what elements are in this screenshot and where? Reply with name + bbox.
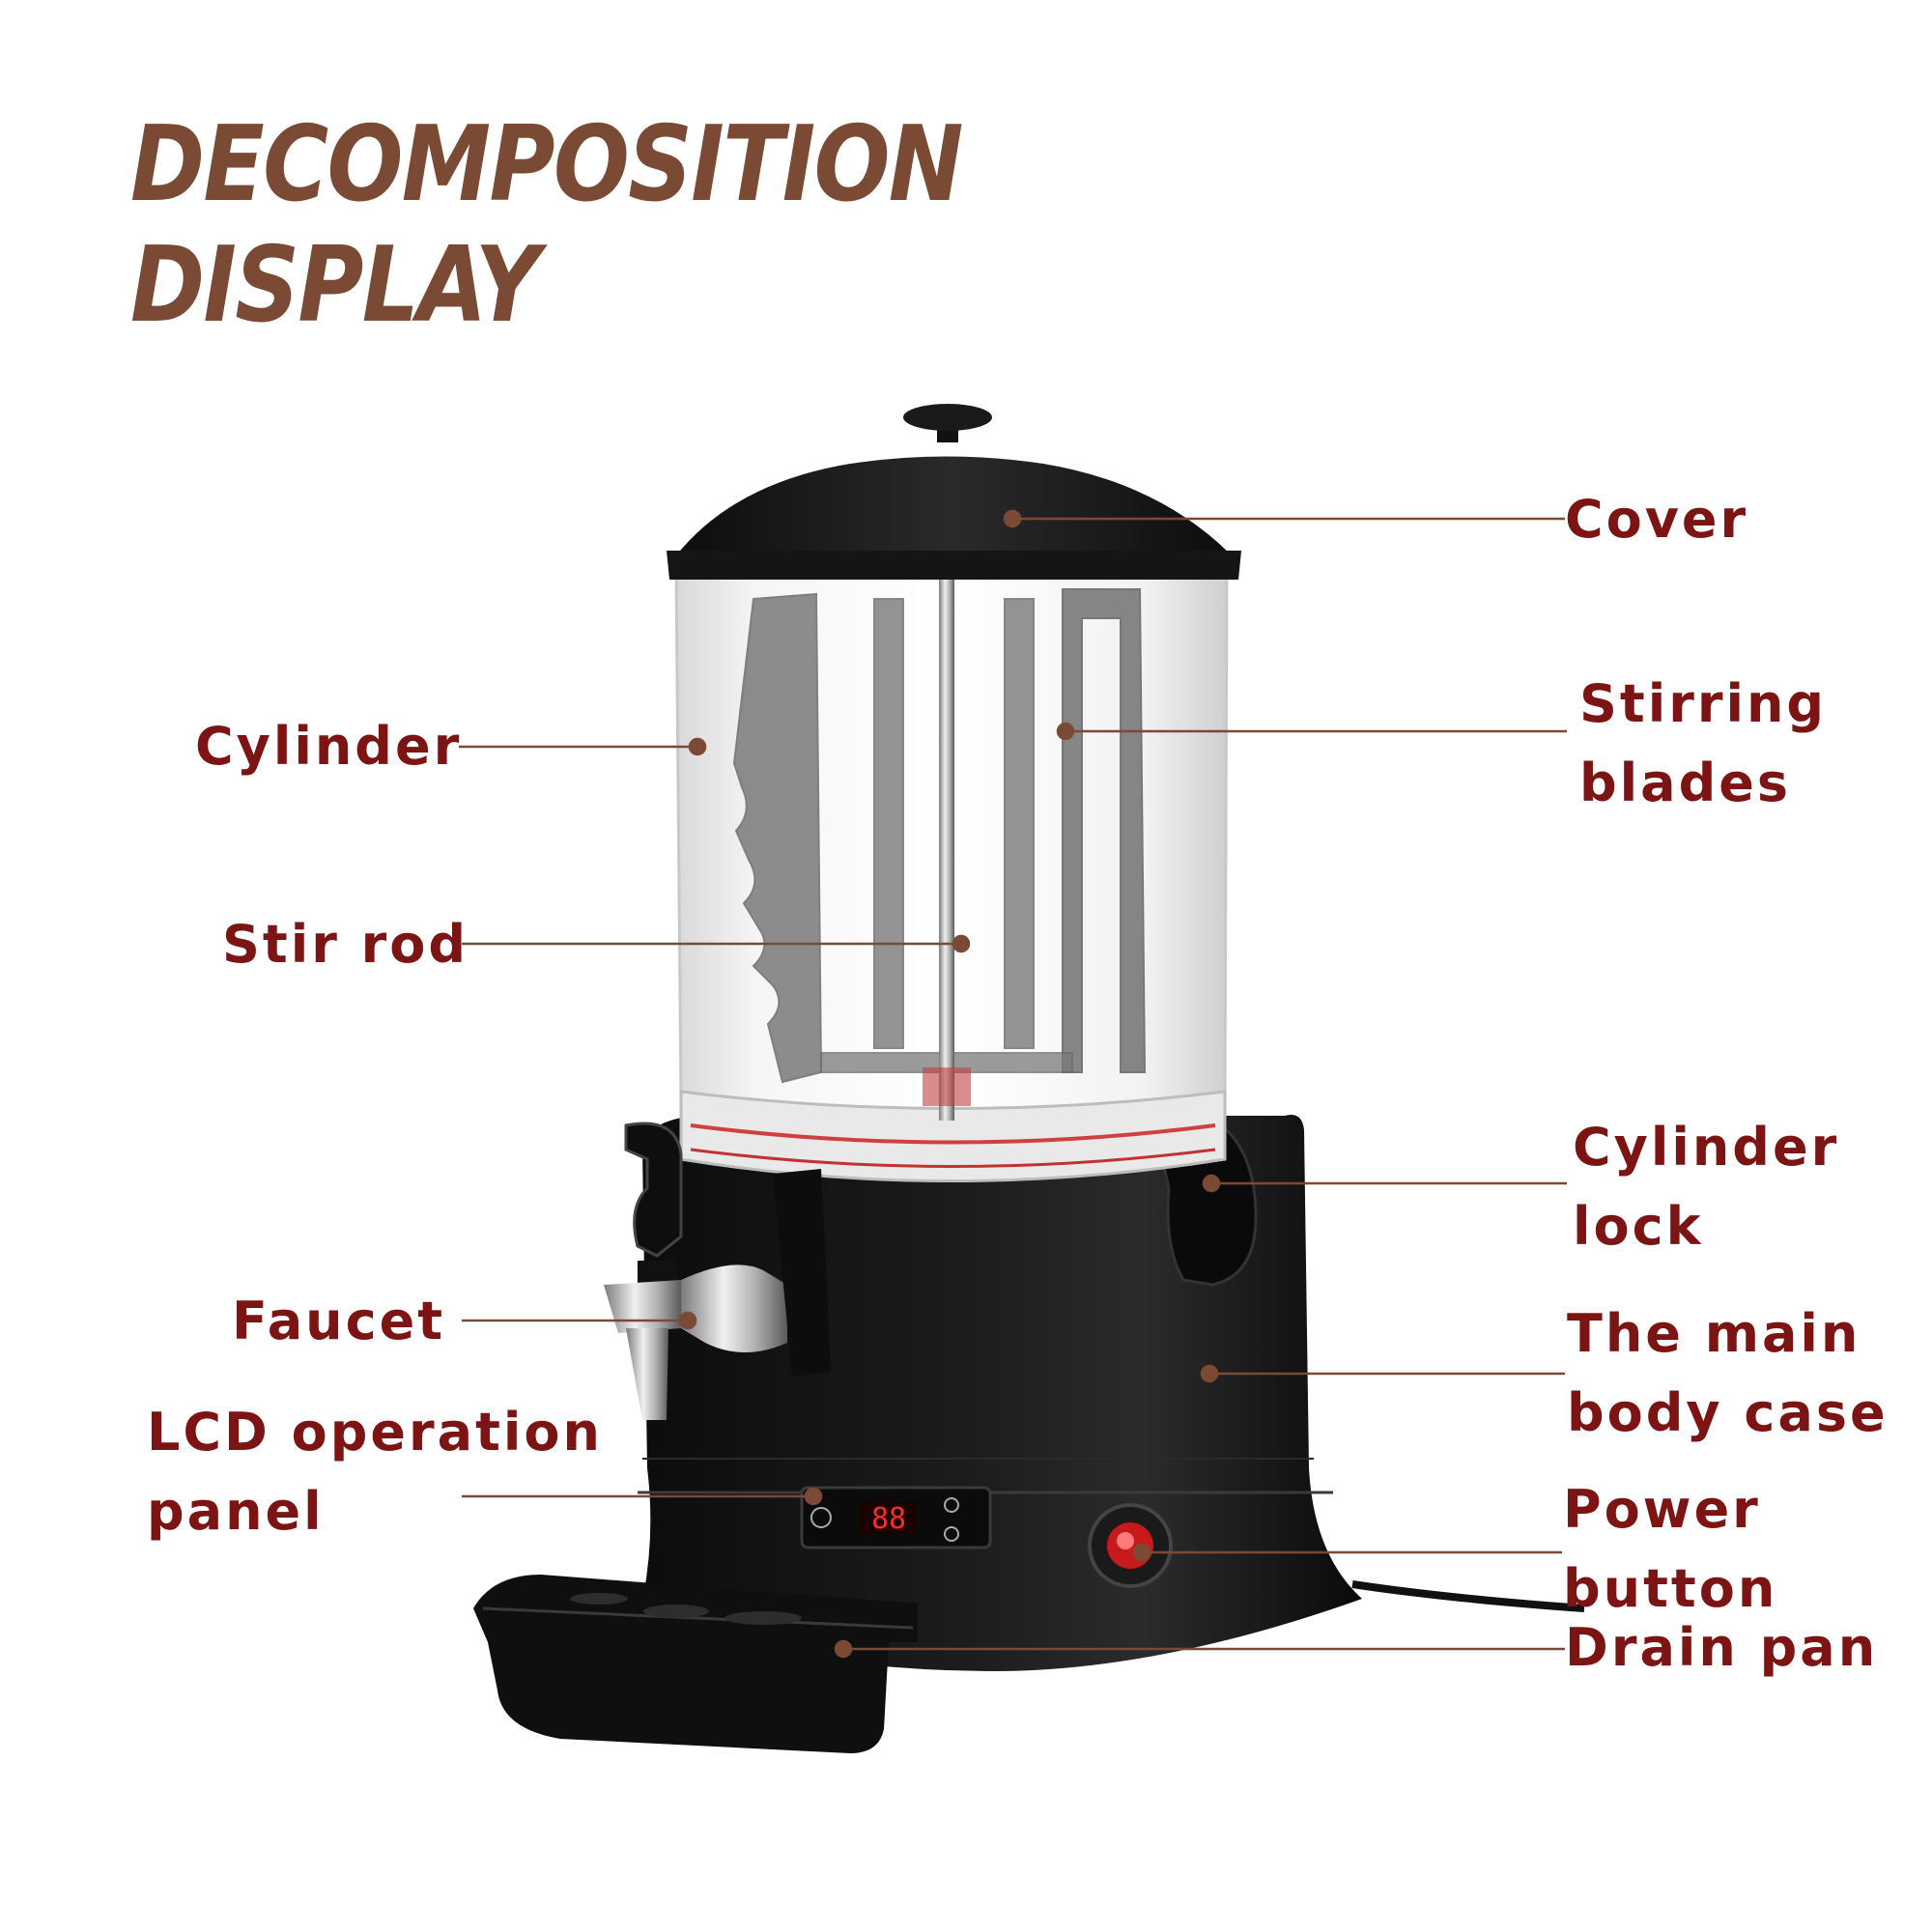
stir-rod	[923, 580, 971, 1121]
cover	[667, 404, 1241, 580]
label-stirring-blades: Stirring blades	[1579, 673, 1828, 813]
leader-power-button	[1132, 1543, 1562, 1562]
leader-cylinder-lock	[1202, 1174, 1567, 1193]
lcd-operation-panel: 88	[800, 1486, 992, 1549]
power-cord	[1351, 1580, 1585, 1612]
leader-lines	[459, 509, 1567, 1659]
drain-pan	[473, 1575, 918, 1753]
title-line-1: DECOMPOSITION	[130, 104, 964, 225]
page-title: DECOMPOSITION DISPLAY	[130, 104, 964, 346]
label-lcd-panel: LCD operation panel	[147, 1402, 603, 1542]
label-cover: Cover	[1565, 489, 1749, 550]
title-line-2: DISPLAY	[130, 225, 540, 346]
leader-lcd-panel	[462, 1487, 823, 1506]
leader-cover	[1003, 509, 1565, 528]
label-cylinder: Cylinder	[195, 716, 463, 777]
label-power-button: Power button	[1563, 1479, 1778, 1619]
power-button	[1088, 1503, 1173, 1588]
label-stir-rod: Stir rod	[222, 914, 469, 975]
leader-stirring-blades	[1056, 722, 1567, 741]
label-main-body-case: The main body case	[1567, 1303, 1889, 1443]
label-cylinder-lock: Cylinder lock	[1573, 1117, 1840, 1257]
label-drain-pan: Drain pan	[1565, 1617, 1879, 1678]
leader-drain-pan	[834, 1639, 1565, 1659]
leader-stir-rod	[462, 934, 971, 953]
label-faucet: Faucet	[232, 1291, 446, 1351]
lcd-digits: 88	[871, 1502, 906, 1536]
leader-faucet	[462, 1311, 697, 1330]
leader-cylinder	[459, 737, 707, 756]
leader-main-body-case	[1200, 1364, 1565, 1383]
